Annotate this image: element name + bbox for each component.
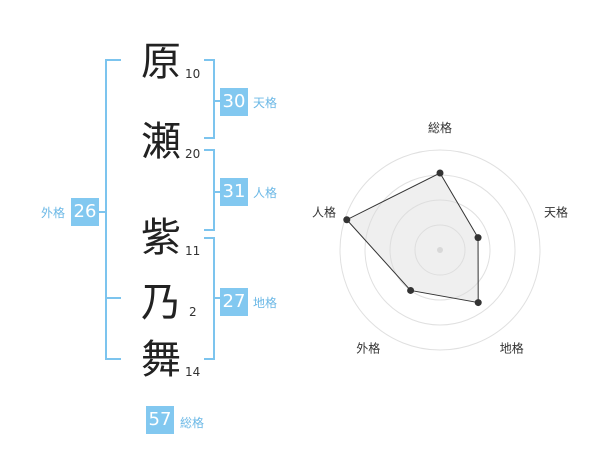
gaikaku-value: 26 — [71, 198, 99, 226]
jinkaku-label: 人格 — [253, 186, 278, 200]
radar-ring — [414, 224, 466, 276]
name-char-4: 乃 — [141, 280, 181, 326]
gaikaku-label: 外格 — [41, 206, 66, 220]
name-char-5: 舞 — [141, 337, 181, 383]
radar-axis-label-3: 地格 — [500, 341, 524, 356]
tenkaku-value: 30 — [220, 88, 248, 116]
radar-point-4 — [407, 286, 415, 294]
jinkaku-value: 31 — [220, 178, 248, 206]
soukaku-label: 総格 — [180, 416, 205, 430]
radar-center — [437, 247, 443, 253]
radar-point-5 — [343, 216, 351, 224]
stroke-count-3: 11 — [185, 244, 201, 258]
radar-axis-label-1: 総格 — [428, 120, 452, 135]
radar-ring — [339, 149, 541, 351]
tenkaku-label: 天格 — [253, 96, 278, 110]
name-char-2: 瀬 — [141, 119, 181, 165]
radar-point-2 — [474, 234, 482, 242]
radar-ring — [389, 199, 491, 301]
name-char-1: 原 — [141, 39, 181, 85]
radar-series-polygon — [345, 172, 479, 304]
radar-axis-label-5: 人格 — [312, 204, 336, 219]
stroke-count-1: 10 — [185, 67, 201, 81]
stroke-count-4: 2 — [189, 305, 197, 319]
chikaku-value: 27 — [220, 288, 248, 316]
radar-point-1 — [436, 169, 444, 177]
radar-axis-label-2: 天格 — [544, 204, 568, 219]
name-char-3: 紫 — [141, 215, 181, 261]
radar-point-3 — [474, 299, 482, 307]
stroke-count-2: 20 — [185, 147, 201, 161]
stroke-count-5: 14 — [185, 365, 201, 379]
radar-axis-label-4: 外格 — [356, 341, 380, 356]
bracket-lines — [97, 59, 222, 360]
chikaku-label: 地格 — [253, 296, 278, 310]
soukaku-value: 57 — [146, 406, 174, 434]
